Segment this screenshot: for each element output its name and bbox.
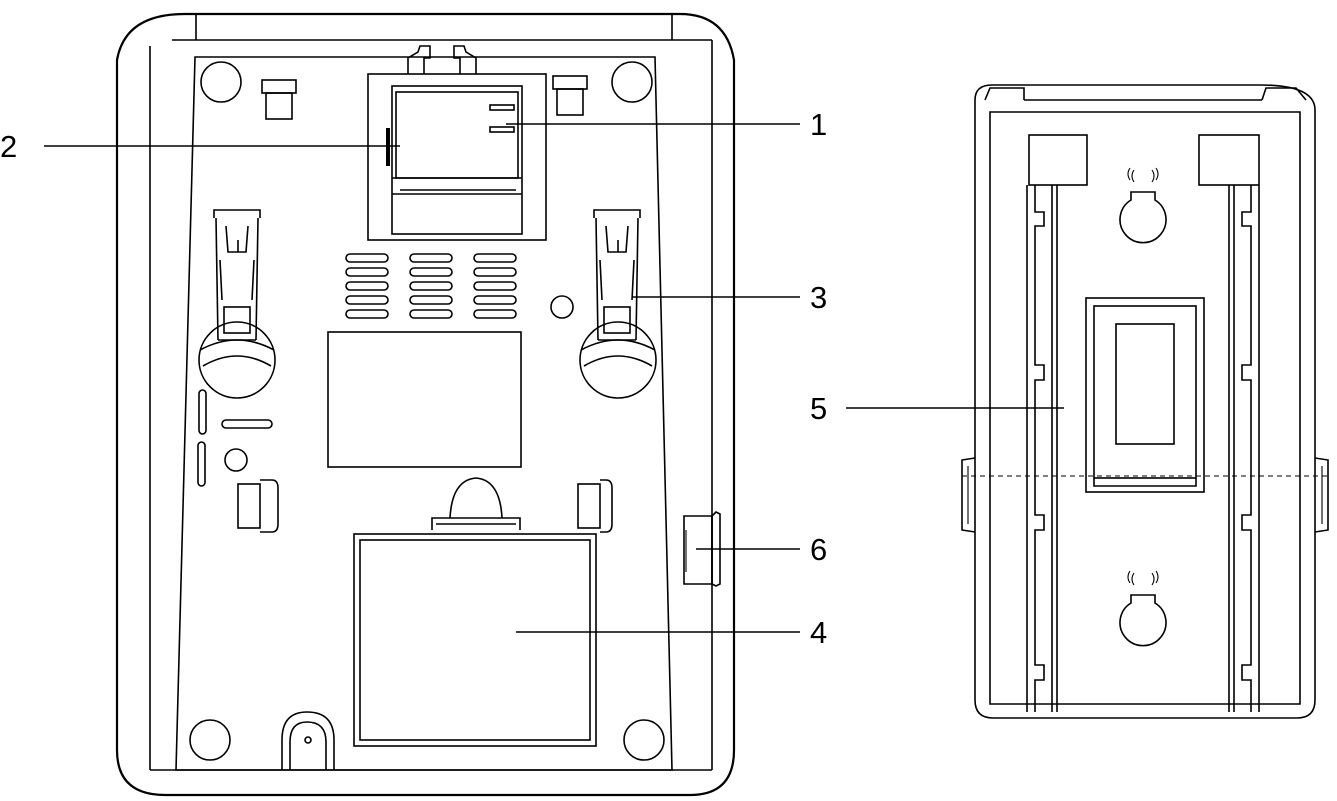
top-tab-right bbox=[552, 75, 588, 116]
phone-jack-port bbox=[367, 73, 547, 241]
foot-pad-right bbox=[577, 479, 613, 533]
bracket-center-latch bbox=[1085, 297, 1205, 493]
side-switch bbox=[683, 511, 721, 587]
wall-mount-hook-right bbox=[579, 209, 657, 399]
bracket-square-right bbox=[1198, 134, 1260, 186]
top-tab-left bbox=[261, 79, 297, 120]
callout-3: 3 bbox=[810, 280, 827, 315]
base-unit bbox=[115, 12, 736, 797]
base-top-edge bbox=[195, 14, 673, 40]
callout-5: 5 bbox=[810, 391, 827, 426]
base-outer-shell bbox=[115, 12, 736, 797]
screw-hole-top-left bbox=[200, 61, 242, 103]
small-hole-right bbox=[550, 295, 574, 319]
base-inner-rim bbox=[149, 39, 713, 771]
small-hole-left bbox=[224, 448, 248, 472]
screw-hole-top-right bbox=[611, 61, 653, 103]
bracket-outer bbox=[974, 84, 1316, 719]
keyhole-top bbox=[1119, 167, 1167, 244]
vent-slots bbox=[345, 253, 517, 319]
base-inner-panel bbox=[175, 56, 673, 771]
bracket-rail-right bbox=[1228, 185, 1260, 712]
screw-hole-bottom-right bbox=[623, 719, 665, 761]
side-slots-left bbox=[197, 389, 273, 487]
battery-cover bbox=[353, 477, 597, 747]
bracket-square-left bbox=[1028, 134, 1088, 186]
bracket-rail-left bbox=[1026, 185, 1058, 712]
screw-hole-bottom-left bbox=[189, 719, 231, 761]
bracket-side-clip-left bbox=[961, 457, 976, 533]
bracket-inner bbox=[989, 111, 1301, 705]
wall-mount-hook-left bbox=[198, 209, 276, 399]
wall-bracket bbox=[961, 84, 1329, 719]
callout-leaders bbox=[44, 123, 1064, 633]
cable-clip bbox=[407, 45, 477, 74]
callout-6: 6 bbox=[810, 532, 827, 567]
bottom-hang-slot bbox=[281, 711, 335, 770]
bracket-top-tabs bbox=[984, 87, 1307, 101]
label-area bbox=[327, 331, 522, 468]
callout-2: 2 bbox=[0, 129, 17, 164]
keyhole-bottom bbox=[1119, 570, 1167, 647]
bracket-side-clip-right bbox=[1314, 457, 1329, 533]
callout-4: 4 bbox=[810, 615, 827, 650]
callout-1: 1 bbox=[810, 107, 827, 142]
foot-pad-left bbox=[237, 479, 279, 533]
